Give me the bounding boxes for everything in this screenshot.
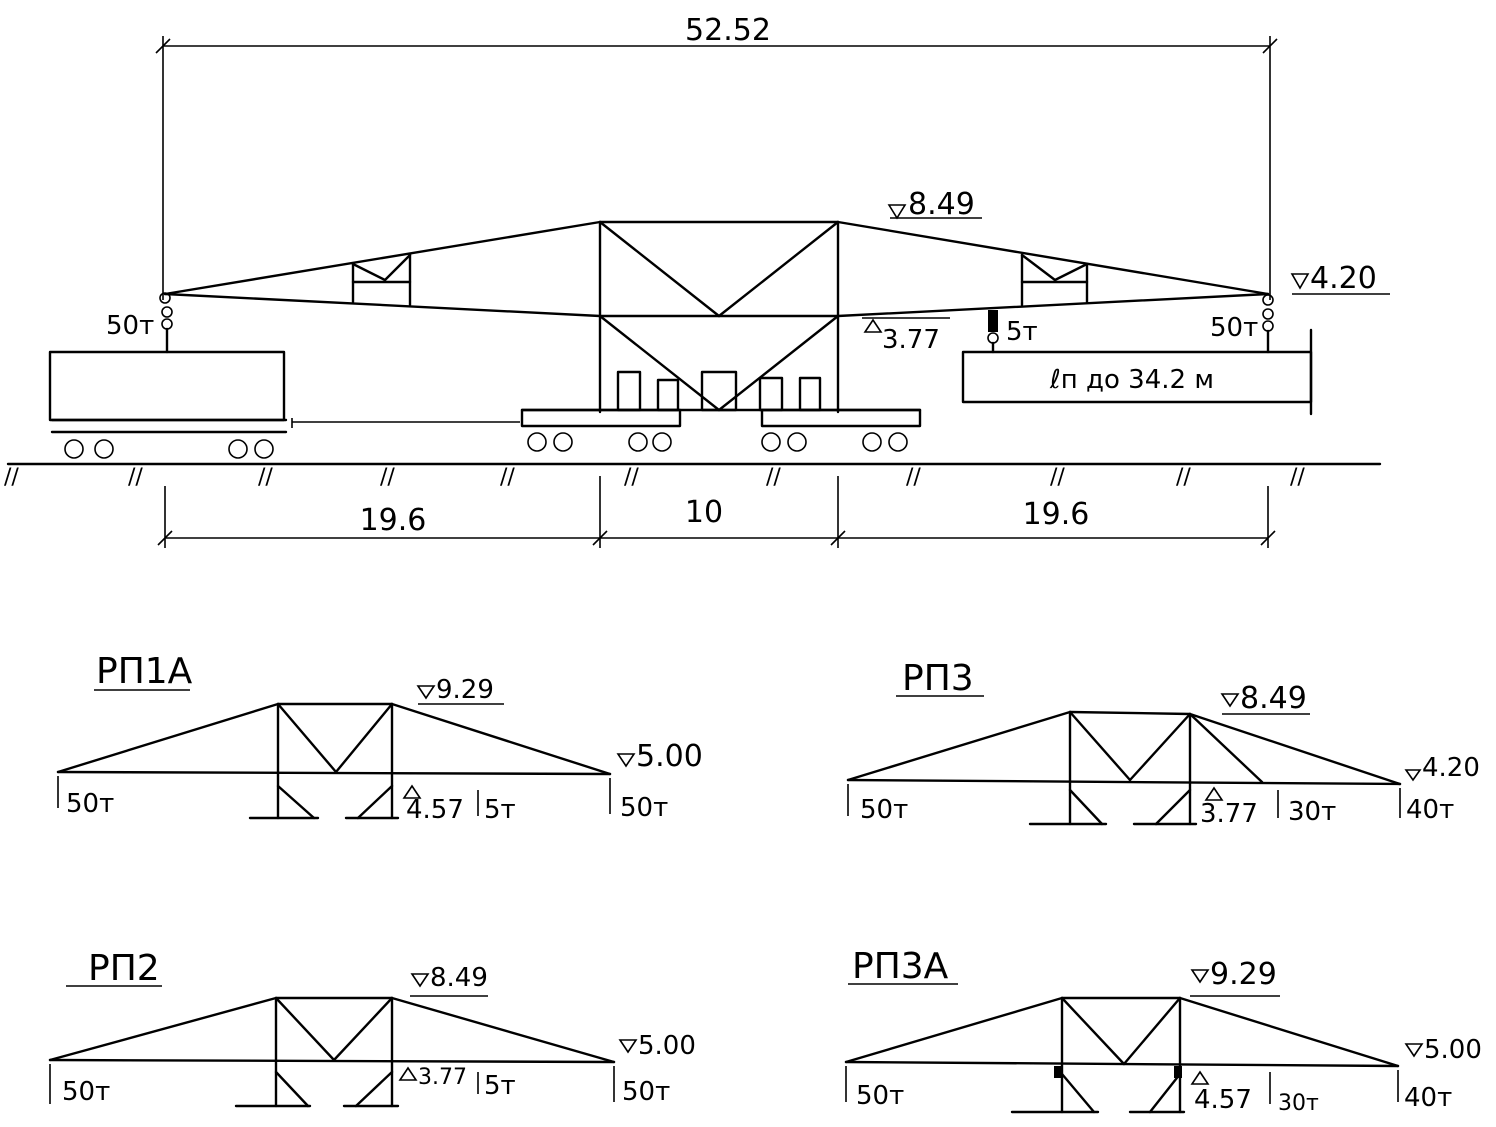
scheme-rp1a: РП1А 9.29 5.00 4.57 50т 5т 50т [56, 651, 703, 825]
load-right-label: 50т [620, 793, 668, 823]
svg-text://: // [766, 465, 781, 490]
segment-mid-label: 10 [685, 495, 723, 530]
left-hook-icon [159, 292, 173, 354]
end-elevation-label: 5.00 [1424, 1035, 1482, 1065]
overall-span-label: 52.52 [685, 13, 771, 48]
right-elevation-label: 4.20 [1310, 261, 1377, 296]
support-elevation-label: 3.77 [1200, 799, 1258, 829]
beam-span: ℓп до 34.2 м [961, 328, 1313, 416]
load-left-label: 50т [62, 1077, 110, 1107]
centre-rail-cars [520, 370, 922, 452]
load-mid-label: 5т [484, 795, 516, 825]
left-rail-car [48, 350, 520, 459]
svg-text://: // [1290, 465, 1305, 490]
top-elevation-label: 8.49 [908, 187, 975, 222]
svg-text://: // [258, 465, 273, 490]
support-elevation-label: 3.77 [882, 325, 940, 355]
load-mid-label: 5т [484, 1071, 516, 1101]
load-right-label: 40т [1404, 1083, 1452, 1113]
svg-text://: // [500, 465, 515, 490]
load-right-label: 50т [622, 1077, 670, 1107]
svg-text://: // [906, 465, 921, 490]
support-elevation-label: 3.77 [418, 1065, 467, 1090]
end-elevation-label: 5.00 [636, 739, 703, 774]
segment-right-label: 19.6 [1023, 497, 1090, 532]
right-elevation-mark: 4.20 [1290, 261, 1390, 296]
load-mid-label: 30т [1288, 797, 1336, 827]
svg-text://: // [380, 465, 395, 490]
load-left-label: 50т [860, 795, 908, 825]
scheme-title: РП3 [902, 658, 974, 699]
load-mid-label: 5т [1006, 317, 1038, 347]
load-right-label: 50т [1210, 313, 1258, 343]
end-elevation-label: 5.00 [638, 1031, 696, 1061]
overall-dimension: 52.52 [155, 13, 1278, 300]
load-left-label: 50т [106, 311, 154, 341]
right-hook-icon [1262, 294, 1274, 354]
segment-left-label: 19.6 [360, 503, 427, 538]
top-elevation-label: 8.49 [1240, 681, 1307, 716]
svg-text://: // [128, 465, 143, 490]
scheme-rp2: РП2 8.49 5.00 3.77 50т 5т 50т [48, 948, 696, 1108]
top-elevation-label: 8.49 [430, 963, 488, 993]
top-elevation-mark: 8.49 [887, 187, 982, 222]
svg-text://: // [1050, 465, 1065, 490]
load-left-label: 50т [856, 1081, 904, 1111]
support-elevation-label: 4.57 [1194, 1085, 1252, 1115]
load-mid-label: 30т [1278, 1091, 1319, 1116]
beam-length-label: ℓп до 34.2 м [1049, 365, 1214, 395]
scheme-title: РП2 [88, 948, 160, 989]
svg-text://: // [624, 465, 639, 490]
svg-text://: // [1176, 465, 1191, 490]
ground-line: // // // // // // // // // // // [4, 462, 1382, 490]
main-truss [163, 220, 1270, 414]
top-elevation-label: 9.29 [436, 675, 494, 705]
svg-text://: // [4, 465, 19, 490]
support-elevation-label: 4.57 [406, 795, 464, 825]
load-right-label: 40т [1406, 795, 1454, 825]
scheme-title: РП1А [96, 651, 193, 692]
segment-dimensions: 19.6 10 19.6 [157, 476, 1276, 548]
scheme-rp3a: РП3А 9.29 5.00 4.57 50т 30т 40т [844, 946, 1482, 1116]
mid-hook-icon [987, 310, 999, 354]
support-elevation-mark: 3.77 [862, 317, 950, 355]
scheme-title: РП3А [852, 946, 949, 987]
top-elevation-label: 9.29 [1210, 957, 1277, 992]
scheme-rp3: РП3 8.49 4.20 3.77 50т 30т 40т [846, 658, 1480, 829]
main-elevation: 52.52 [4, 13, 1390, 548]
end-elevation-label: 4.20 [1422, 753, 1480, 783]
load-left-label: 50т [66, 789, 114, 819]
